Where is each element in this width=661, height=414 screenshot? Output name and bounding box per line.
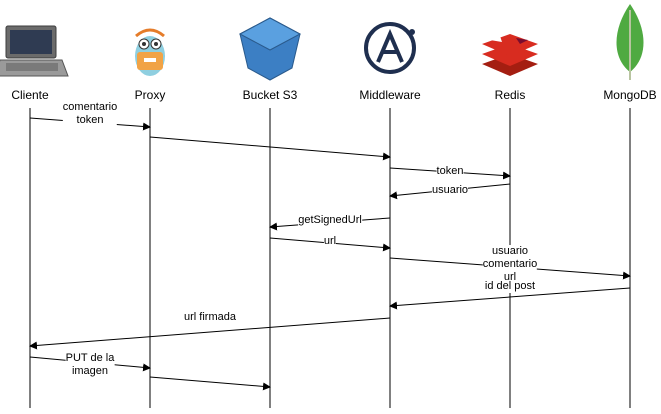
- message-arrow-2: [149, 136, 391, 161]
- message-label-8: id del post: [484, 280, 536, 293]
- actor-label-bucket: Bucket S3: [242, 88, 298, 102]
- actor-label-cliente: Cliente: [11, 88, 49, 102]
- message-label-4: usuario: [431, 184, 469, 197]
- actor-label-redis: Redis: [494, 88, 526, 102]
- message-label-1: comentario token: [62, 101, 118, 127]
- message-label-6: url: [323, 235, 337, 248]
- laptop-icon: [0, 25, 69, 77]
- gopher-mascot-icon: [135, 28, 165, 76]
- message-arrow-11: [149, 376, 271, 391]
- middleware-logo-icon: [364, 22, 416, 74]
- actor-label-middleware: Middleware: [359, 88, 421, 102]
- message-label-9: url firmada: [184, 311, 236, 324]
- actor-label-proxy: Proxy: [134, 88, 166, 102]
- message-label-3: token: [436, 165, 464, 178]
- redis-logo-icon: [482, 34, 538, 76]
- message-label-5: getSignedUrl: [298, 214, 362, 227]
- message-label-10: PUT de la imagen: [65, 352, 115, 378]
- message-arrow-8: [389, 287, 631, 310]
- message-label-7: usuario comentario url: [482, 245, 538, 284]
- actor-label-mongodb: MongoDB: [603, 88, 657, 102]
- message-arrow-9: [29, 317, 391, 350]
- mongodb-leaf-icon: [616, 4, 644, 80]
- s3-bucket-icon: [238, 17, 302, 81]
